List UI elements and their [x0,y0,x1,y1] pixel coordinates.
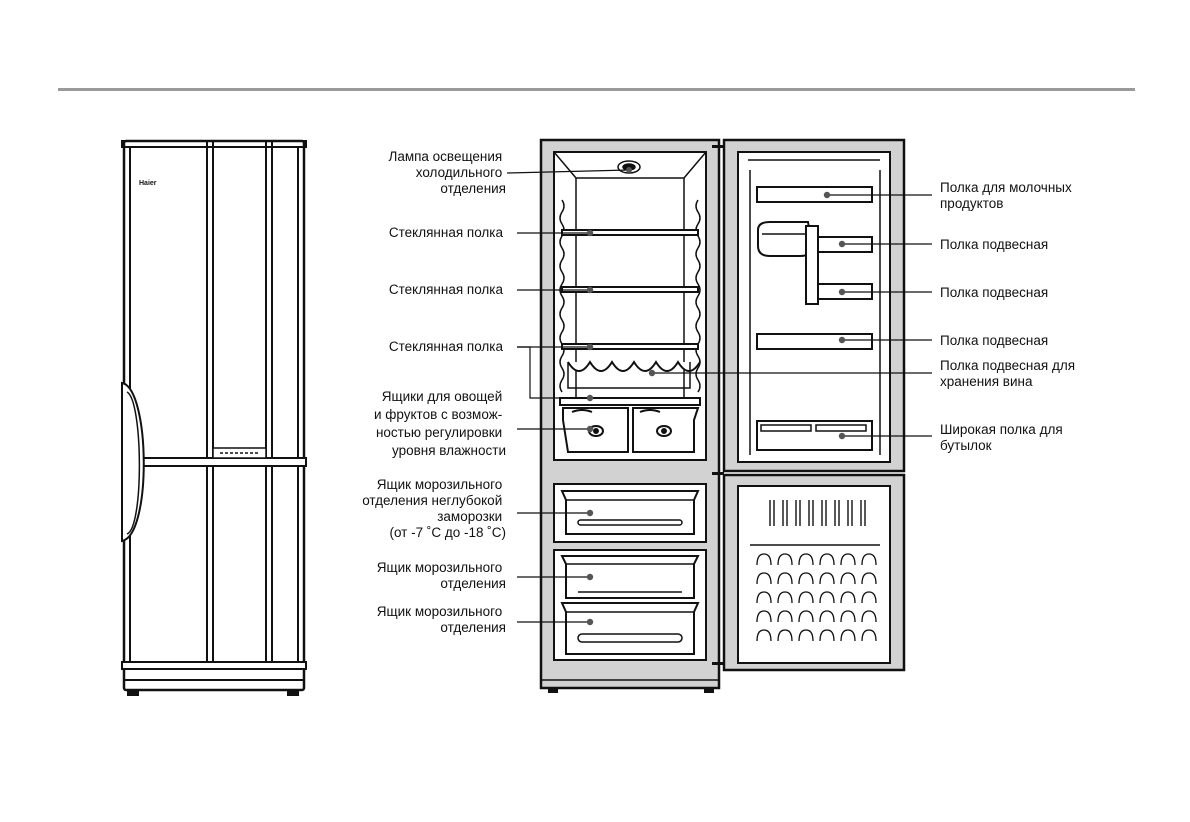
ice-mold-cell [819,572,835,585]
callout-door-shelf-3: Полка подвесная [940,333,1048,348]
callout-lamp: Лампа освещения холодильного отделения [388,149,506,196]
ice-mold-cell [840,572,856,585]
ice-mold-cell [861,572,877,585]
ice-mold-cell [861,591,877,604]
door-shelf-3 [756,333,873,350]
fridge-door-illustration [722,138,906,473]
ice-mold-cell [819,629,835,642]
freezer-drawer-2 [560,602,700,655]
callout-freezer-drawer-2: Ящик морозильного отделения [377,604,506,635]
ice-mold-cell [798,572,814,585]
ice-mold-cell [840,553,856,566]
callout-glass-shelf-3: Стеклянная полка [389,339,504,354]
ice-mold-cell [756,629,772,642]
freezer-door-illustration [722,473,906,672]
egg-tray [757,221,814,257]
ice-mold-cell [798,610,814,623]
leader-lines [506,169,932,623]
closed-fridge-illustration [121,139,307,696]
ice-mold-cell [861,610,877,623]
ice-mold-cell [819,591,835,604]
ice-mold-cell [861,629,877,642]
wine-rack [567,360,701,372]
ice-mold-cell [861,553,877,566]
ice-mold-cell [840,610,856,623]
ice-mold-cell [777,610,793,623]
ice-mold-cell [777,591,793,604]
callout-bottle-shelf: Широкая полка для бутылок [940,422,1066,453]
callout-dairy-shelf: Полка для молочных продуктов [940,180,1076,211]
leader-dots [586,167,846,626]
callout-wine-shelf: Полка подвесная для хранения вина [940,358,1079,389]
open-fridge-illustration [539,138,724,693]
ice-mold-cell [798,629,814,642]
ice-mold-cell [840,629,856,642]
ice-mold-cell [756,591,772,604]
ice-mold-cell [777,572,793,585]
ice-mold-cell [756,553,772,566]
callout-glass-shelf-2: Стеклянная полка [389,282,504,297]
ice-mold-cell [756,572,772,585]
callout-soft-freeze-drawer: Ящик морозильного отделения неглубокой з… [362,477,506,540]
ice-mold-cell [798,591,814,604]
ice-mold-cell [777,553,793,566]
ice-mold-cell [819,553,835,566]
ice-mold-cell [777,629,793,642]
brand-logo: Haier [139,180,157,187]
callout-door-shelf-2: Полка подвесная [940,285,1048,300]
ice-mold-cell [840,591,856,604]
header-rule [58,88,1135,91]
callout-freezer-drawer-1: Ящик морозильного отделения [377,560,506,591]
ice-mold-cell [798,553,814,566]
ice-mold-cell [756,610,772,623]
callout-door-shelf-1: Полка подвесная [940,237,1048,252]
callout-glass-shelf-1: Стеклянная полка [389,225,504,240]
callout-crispers: Ящики для овощей и фруктов с возмож- нос… [374,389,506,458]
ice-mold-cell [819,610,835,623]
